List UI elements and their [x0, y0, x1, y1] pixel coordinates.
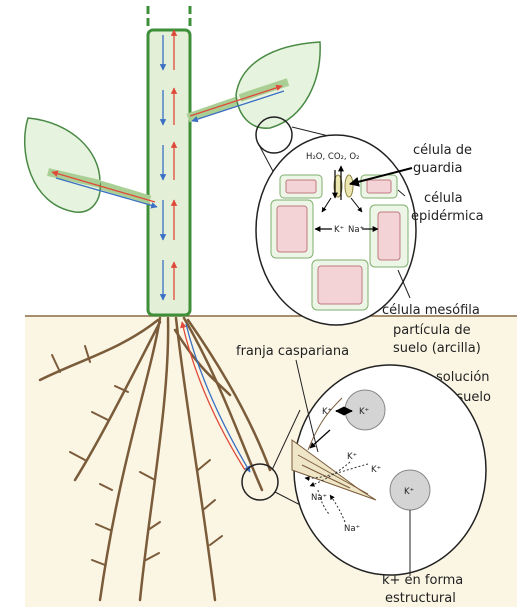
label-casparian: franja caspariana: [236, 344, 349, 359]
leaf-inset-na: Na⁺: [348, 225, 364, 235]
leaf-inset: H₂O, CO₂, O₂ K⁺ Na⁺: [256, 135, 416, 325]
soil-inset-k-3: K⁺: [347, 452, 357, 462]
label-soil-particle-1: partícula de: [393, 323, 471, 338]
stem: [148, 30, 190, 315]
right-leaf: [188, 42, 320, 128]
label-structural-k-2: estructural: [385, 591, 456, 606]
label-epidermal-2: epidérmica: [411, 209, 484, 224]
label-guard-cell-2: guardia: [413, 161, 462, 176]
leaf-inset-gases: H₂O, CO₂, O₂: [306, 152, 359, 162]
label-mesophyll: célula mesófila: [382, 303, 480, 318]
leaf-zoom-line-1: [259, 145, 275, 175]
soil-inset-na-2: Na⁺: [344, 524, 360, 534]
leaf-inset-k: K⁺: [334, 225, 344, 235]
soil-inset-k-4: K⁺: [371, 465, 381, 475]
label-soil-particle-2: suelo (arcilla): [393, 341, 481, 356]
soil-inset-k-5: K⁺: [404, 487, 414, 497]
stem-dash-top: [148, 6, 190, 26]
left-leaf: [25, 118, 157, 212]
guard-cell-right: [345, 175, 353, 197]
soil-inset-k-2: K⁺: [359, 407, 369, 417]
soil-inset-k-1: K⁺: [322, 407, 332, 417]
label-guard-cell-1: célula de: [413, 143, 472, 158]
label-epidermal-1: célula: [424, 191, 463, 206]
